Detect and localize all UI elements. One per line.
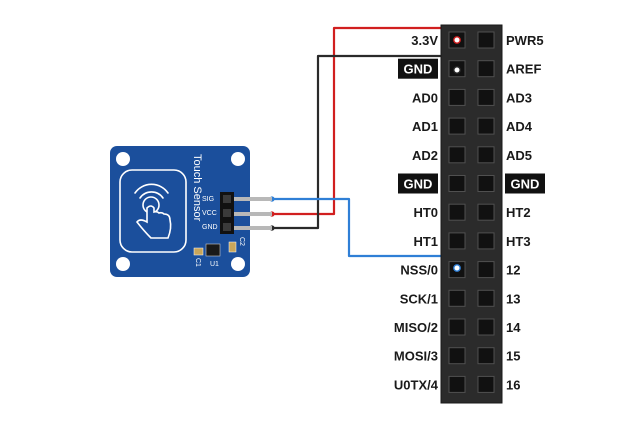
- module-header-pin-3: [223, 223, 231, 231]
- left-pin-label-miso-2: MISO/2: [394, 320, 438, 335]
- right-pin-label-aref: AREF: [506, 62, 541, 77]
- left-pin-label-u0tx-4: U0TX/4: [394, 377, 439, 392]
- mounting-hole-bottom-right: [231, 257, 245, 271]
- left-pin-label-3-3v: 3.3V: [411, 33, 438, 48]
- header-pin-11-right: [477, 318, 495, 336]
- module-pin-vcc-label: VCC: [202, 210, 217, 217]
- right-pin-label-ad4: AD4: [506, 119, 533, 134]
- right-pin-label-gnd: GND: [511, 177, 540, 192]
- capacitor-c1: [193, 247, 204, 256]
- header-pin-10-right: [477, 289, 495, 307]
- touch-sensor-module: Touch Sensor SIG VCC GND C2 C1 U1: [110, 146, 272, 277]
- module-ref-u1: U1: [210, 261, 219, 268]
- right-pin-label-ad5: AD5: [506, 148, 532, 163]
- header-pin-2-right: [477, 60, 495, 78]
- right-pin-label-ht3: HT3: [506, 234, 531, 249]
- mounting-hole-bottom-left: [116, 257, 130, 271]
- touch-pad-outline: [119, 169, 187, 253]
- header-pin-4-right: [477, 117, 495, 135]
- header-pin-12-left: [448, 347, 466, 365]
- left-pin-label-gnd: GND: [404, 62, 433, 77]
- left-pin-label-ht0: HT0: [413, 205, 438, 220]
- header-pin-13-right: [477, 375, 495, 393]
- header-pin-11-left: [448, 318, 466, 336]
- header-pin-6-left: [448, 175, 466, 192]
- pin-header-rows: [448, 31, 495, 393]
- pin-header-outline: [440, 24, 503, 404]
- ic-u1: [205, 243, 221, 257]
- left-pin-label-ad0: AD0: [412, 90, 438, 105]
- right-pin-label-14: 14: [506, 320, 521, 335]
- right-pin-label-15: 15: [506, 349, 520, 364]
- module-ref-c2: C2: [238, 237, 245, 246]
- header-pin-13-left: [448, 375, 466, 393]
- left-label-highlight: [398, 58, 438, 79]
- left-pin-labels: 3.3VGNDAD0AD1AD2GNDHT0HT1NSS/0SCK/1MISO/…: [394, 33, 439, 392]
- vcc-header-connection: [453, 36, 461, 44]
- module-pin-sig: [234, 197, 272, 201]
- header-pin-5-right: [477, 146, 495, 164]
- header-pin-1-right: [477, 31, 495, 49]
- left-label-highlight: [398, 173, 438, 194]
- header-pin-8-right: [477, 232, 495, 250]
- right-pin-label-16: 16: [506, 377, 520, 392]
- right-pin-label-ad3: AD3: [506, 90, 532, 105]
- module-title: Touch Sensor: [191, 154, 203, 222]
- module-ref-c1: C1: [194, 258, 201, 267]
- header-pin-12-right: [477, 347, 495, 365]
- module-pin-gnd-label: GND: [202, 224, 218, 231]
- module-pin-gnd: [234, 226, 272, 230]
- signal-header-connection: [453, 264, 461, 272]
- right-pin-label-13: 13: [506, 291, 520, 306]
- header-pin-6-right: [477, 175, 495, 192]
- header-pin-7-left: [448, 203, 466, 221]
- pin-header: [440, 24, 503, 404]
- header-pin-8-left: [448, 232, 466, 250]
- header-pin-5-left: [448, 146, 466, 164]
- header-pin-4-left: [448, 117, 466, 135]
- left-pin-label-ad1: AD1: [412, 119, 438, 134]
- left-pin-label-gnd: GND: [404, 177, 433, 192]
- left-pin-label-mosi-3: MOSI/3: [394, 349, 438, 364]
- header-pin-10-left: [448, 289, 466, 307]
- left-pin-label-nss-0: NSS/0: [400, 263, 438, 278]
- mounting-hole-top-left: [116, 152, 130, 166]
- module-pin-sig-label: SIG: [202, 196, 214, 203]
- ground-header-connection: [453, 66, 461, 74]
- header-pin-9-right: [477, 261, 495, 279]
- header-pin-3-right: [477, 88, 495, 106]
- left-pin-label-ht1: HT1: [413, 234, 438, 249]
- right-label-highlight: [505, 173, 545, 194]
- module-header-pin-1: [223, 195, 231, 203]
- mounting-hole-top-right: [231, 152, 245, 166]
- module-pin-vcc: [234, 212, 272, 216]
- right-pin-label-pwr5: PWR5: [506, 33, 544, 48]
- header-pin-3-left: [448, 88, 466, 106]
- left-pin-label-sck-1: SCK/1: [400, 291, 438, 306]
- module-header-pin-2: [223, 209, 231, 217]
- right-pin-label-ht2: HT2: [506, 205, 531, 220]
- ground-wire: [272, 54, 459, 230]
- capacitor-c2: [228, 241, 237, 253]
- touch-hand-icon: [134, 183, 172, 239]
- header-pin-7-right: [477, 203, 495, 221]
- right-pin-label-12: 12: [506, 263, 520, 278]
- left-pin-label-ad2: AD2: [412, 148, 438, 163]
